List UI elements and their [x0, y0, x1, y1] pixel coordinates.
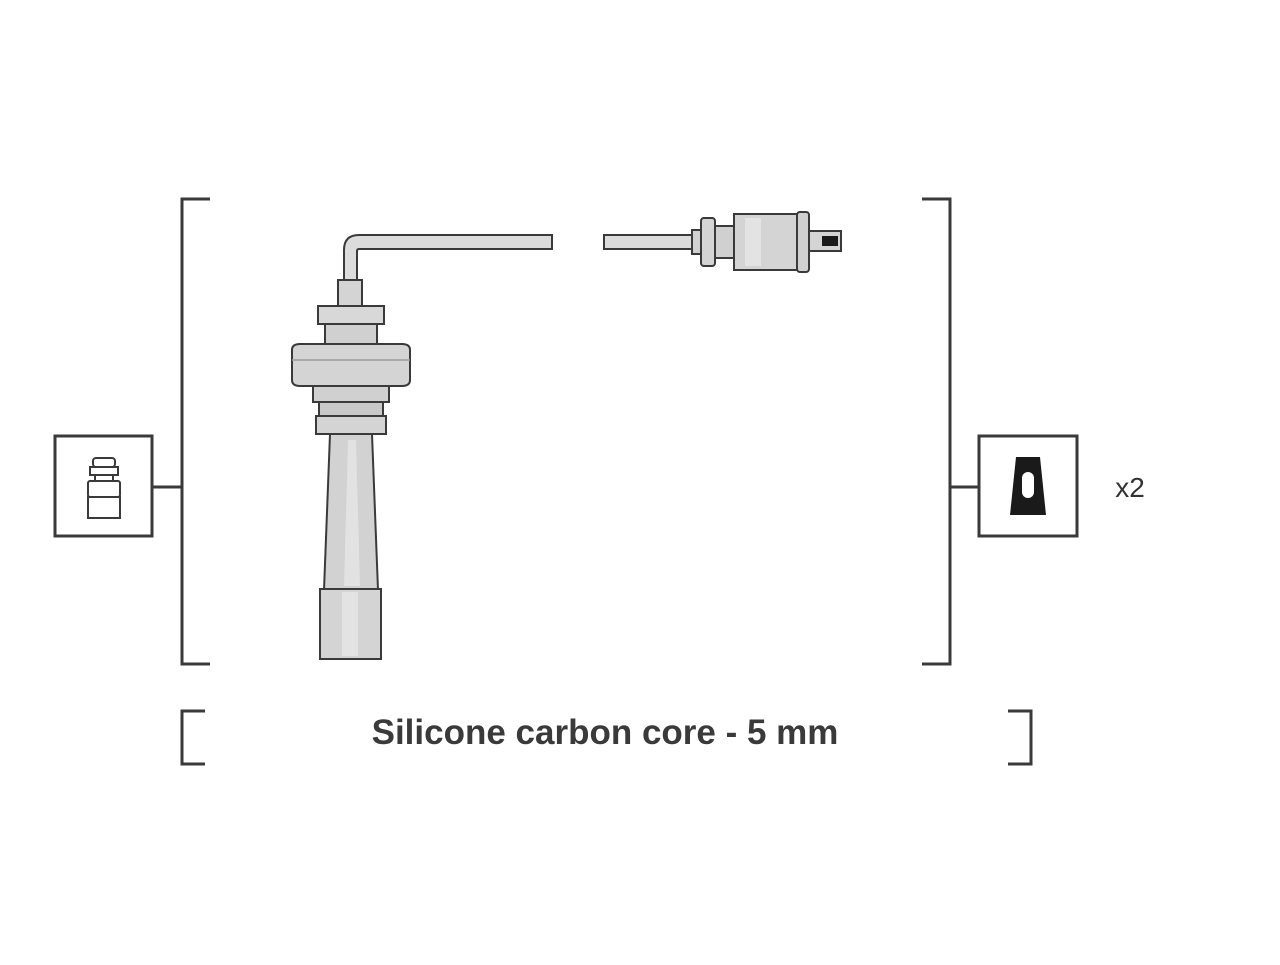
- coil-connector: [603, 211, 842, 273]
- caption-right-bracket: [1008, 709, 1033, 766]
- right-bracket: [922, 197, 952, 666]
- cable-spec-caption: Silicone carbon core - 5 mm: [371, 713, 839, 752]
- quantity-multiplier: x2: [1115, 472, 1145, 503]
- left-bracket: [180, 197, 210, 666]
- coil-boot-connector-icon: [977, 434, 1079, 538]
- caption-left-bracket: [180, 709, 205, 766]
- spark-plug-connector-icon: [53, 434, 154, 538]
- spark-plug-boot: [291, 234, 553, 660]
